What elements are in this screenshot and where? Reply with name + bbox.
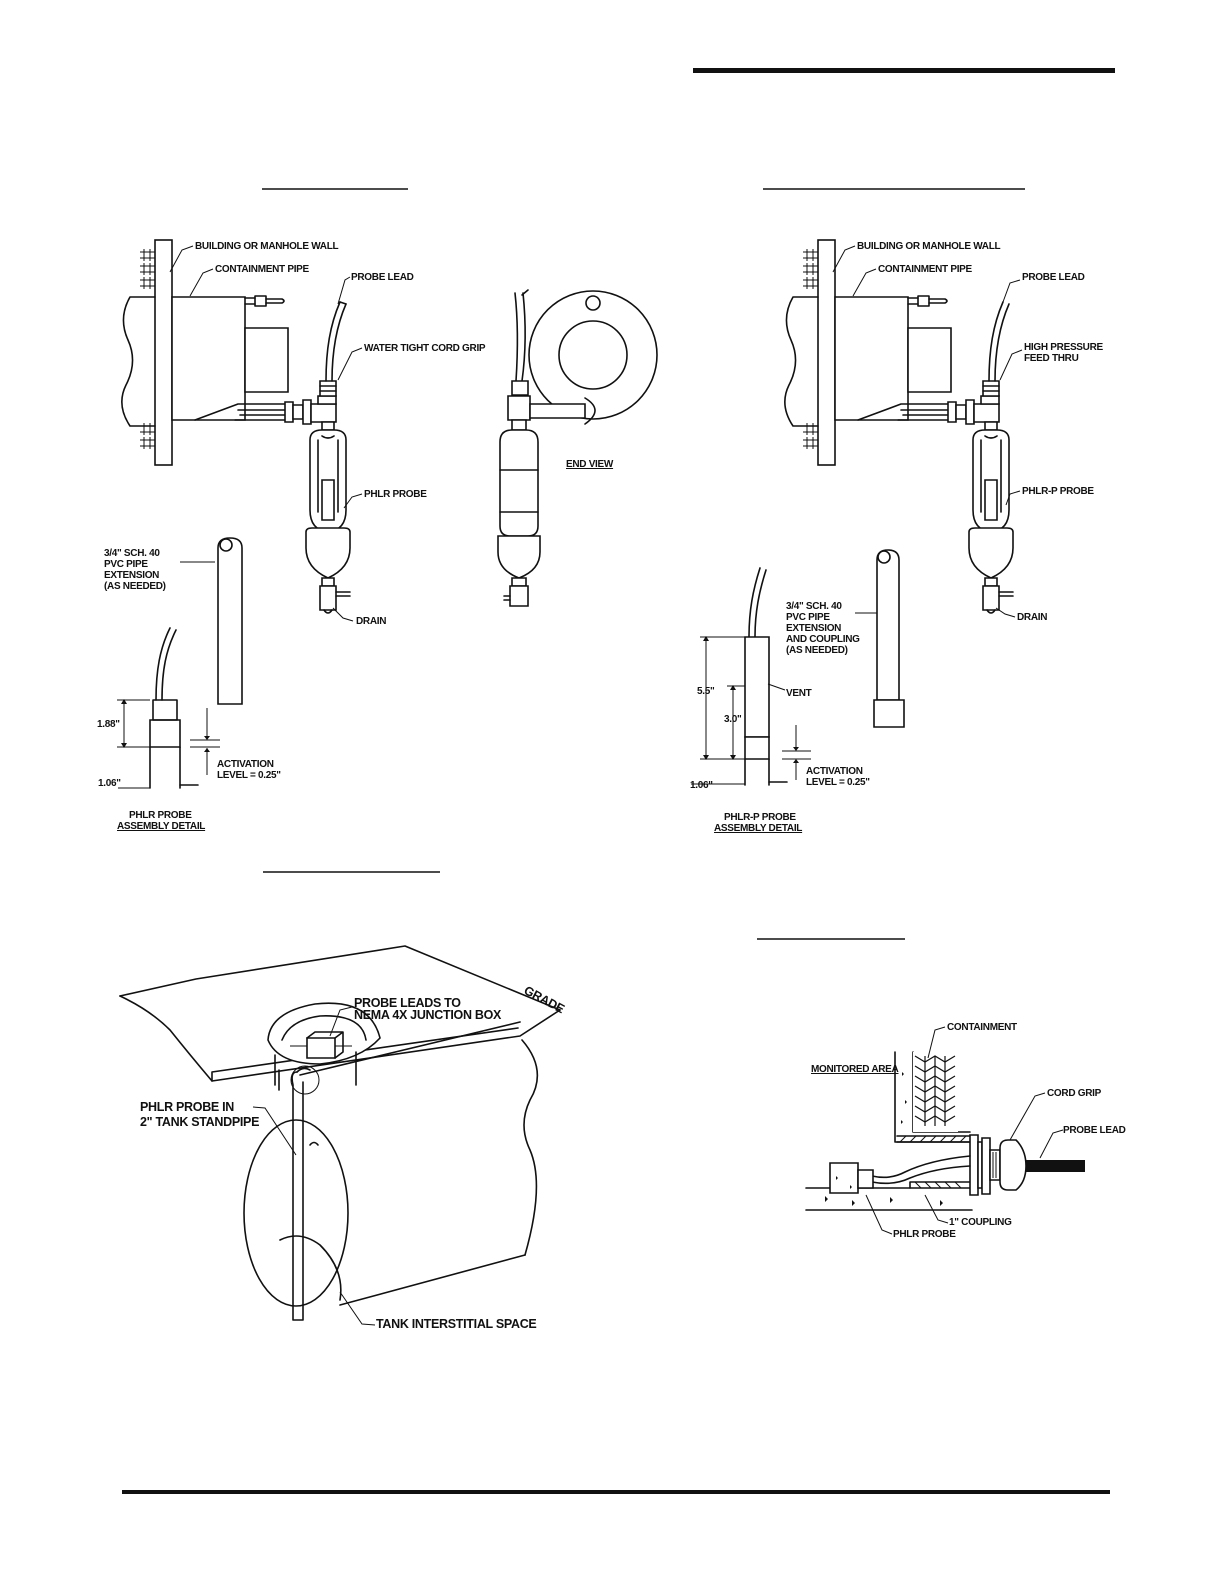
grade-surface xyxy=(119,945,561,1011)
label-pvc-2-line2: PVC PIPE xyxy=(786,612,830,623)
wall-anchors xyxy=(140,249,155,449)
tank-standpipe-figure: GRADE PROBE LEADS TO NEMA 4X JUNCTION BO… xyxy=(119,945,567,1331)
label-pvc-1-line1: 3/4" SCH. 40 xyxy=(104,548,160,559)
label-dim-55: 5.5" xyxy=(697,686,715,697)
leader-lines-fig1 xyxy=(169,245,363,622)
label-dim-106-1: 1.06" xyxy=(98,778,121,789)
phlrp-wall-installation-figure: BUILDING OR MANHOLE WALL CONTAINMENT PIP… xyxy=(690,239,1104,834)
leader-lines-fig4 xyxy=(865,1026,1064,1235)
label-probe-leads-line2: NEMA 4X JUNCTION BOX xyxy=(354,1008,502,1022)
label-monitored-area: MONITORED AREA xyxy=(811,1064,899,1075)
label-detail-1-line2: ASSEMBLY DETAIL xyxy=(117,821,205,832)
coupling-flange xyxy=(969,1134,979,1196)
label-probe-lead-1: PROBE LEAD xyxy=(351,272,414,283)
label-containment-pipe-1: CONTAINMENT PIPE xyxy=(215,264,310,275)
label-end-view: END VIEW xyxy=(566,459,614,470)
labels-fig4: CONTAINMENT MONITORED AREA CORD GRIP PRO… xyxy=(811,1022,1126,1240)
label-detail-1-line1: PHLR PROBE xyxy=(129,810,192,821)
label-building-wall-2: BUILDING OR MANHOLE WALL xyxy=(857,241,1001,252)
label-tank-probe-line1: PHLR PROBE IN xyxy=(140,1100,234,1114)
manhole-wall xyxy=(154,239,173,466)
label-tank-probe-line2: 2" TANK STANDPIPE xyxy=(140,1115,259,1129)
label-pvc-1-line3: EXTENSION xyxy=(104,570,159,581)
label-pvc-2-line3: EXTENSION xyxy=(786,623,841,634)
label-detail-2-line2: ASSEMBLY DETAIL xyxy=(714,823,802,834)
label-detail-2-line1: PHLR-P PROBE xyxy=(724,812,796,823)
label-feed-thru-line2: FEED THRU xyxy=(1024,353,1079,364)
phlrp-assembly-detail xyxy=(691,549,905,786)
label-probe-lead-3: PROBE LEAD xyxy=(1063,1125,1126,1136)
label-probe-leads-line1: PROBE LEADS TO xyxy=(354,996,461,1010)
labels-fig1: BUILDING OR MANHOLE WALL CONTAINMENT PIP… xyxy=(97,241,614,832)
label-cord-grip-2: CORD GRIP xyxy=(1047,1088,1102,1099)
manway xyxy=(267,1002,381,1065)
label-activation-2-line2: LEVEL = 0.25" xyxy=(806,777,870,788)
monitored-area-figure: CONTAINMENT MONITORED AREA CORD GRIP PRO… xyxy=(805,1022,1126,1240)
label-phlr-probe-1: PHLR PROBE xyxy=(364,489,427,500)
label-phlr-probe-3: PHLR PROBE xyxy=(893,1229,956,1240)
end-view xyxy=(497,289,658,607)
label-containment-pipe-2: CONTAINMENT PIPE xyxy=(878,264,973,275)
phlr-wall-installation-figure: BUILDING OR MANHOLE WALL CONTAINMENT PIP… xyxy=(97,239,658,832)
manhole-wall-2 xyxy=(817,239,836,466)
label-activation-2-line1: ACTIVATION xyxy=(806,766,863,777)
label-cord-grip-1: WATER TIGHT CORD GRIP xyxy=(364,343,486,354)
junction-box xyxy=(306,1037,336,1059)
probe-lead-cable xyxy=(325,301,347,382)
label-phlrp-probe: PHLR-P PROBE xyxy=(1022,486,1094,497)
label-drain-1: DRAIN xyxy=(356,616,386,627)
containment-pipe-2 xyxy=(834,296,909,421)
label-dim-188: 1.88" xyxy=(97,719,120,730)
probe-lead-black-cable xyxy=(1026,1160,1085,1172)
label-activation-1-line1: ACTIVATION xyxy=(217,759,274,770)
phlr-assembly-detail xyxy=(117,537,243,789)
label-pvc-2-line4: AND COUPLING xyxy=(786,634,860,645)
label-interstitial: TANK INTERSTITIAL SPACE xyxy=(376,1317,536,1331)
phlr-probe-sensor xyxy=(829,1162,859,1194)
leader-lines-fig3 xyxy=(252,1006,376,1326)
containment-hatch xyxy=(914,1055,956,1126)
label-dim-30: 3.0" xyxy=(724,714,742,725)
label-activation-1-line2: LEVEL = 0.25" xyxy=(217,770,281,781)
label-coupling: 1" COUPLING xyxy=(949,1217,1012,1228)
label-pvc-2-line1: 3/4" SCH. 40 xyxy=(786,601,842,612)
label-feed-thru-line1: HIGH PRESSURE xyxy=(1024,342,1104,353)
label-containment: CONTAINMENT xyxy=(947,1022,1017,1033)
label-building-wall-1: BUILDING OR MANHOLE WALL xyxy=(195,241,339,252)
label-pvc-1-line4: (AS NEEDED) xyxy=(104,581,166,592)
containment-pipe xyxy=(171,296,246,421)
tank-end xyxy=(243,1119,349,1307)
label-grade: GRADE xyxy=(522,983,567,1016)
label-pvc-1-line2: PVC PIPE xyxy=(104,559,148,570)
wall-anchors-2 xyxy=(803,249,818,449)
label-probe-lead-2: PROBE LEAD xyxy=(1022,272,1085,283)
leader-lines-fig2 xyxy=(832,245,1023,618)
labels-fig2: BUILDING OR MANHOLE WALL CONTAINMENT PIP… xyxy=(690,241,1104,834)
cord-grip-fitting xyxy=(999,1139,1027,1191)
label-vent: VENT xyxy=(786,688,812,699)
high-pressure-feed-thru xyxy=(982,380,1000,397)
label-dim-106-2: 1.06" xyxy=(690,780,713,791)
tank-standpipe xyxy=(291,1071,304,1321)
containment-pipe-outside xyxy=(121,296,156,427)
label-pvc-2-line5: (AS NEEDED) xyxy=(786,645,848,656)
cord-grip xyxy=(319,380,337,397)
label-drain-2: DRAIN xyxy=(1017,612,1047,623)
page-rules xyxy=(122,68,1115,1494)
tank-top xyxy=(299,1021,521,1076)
